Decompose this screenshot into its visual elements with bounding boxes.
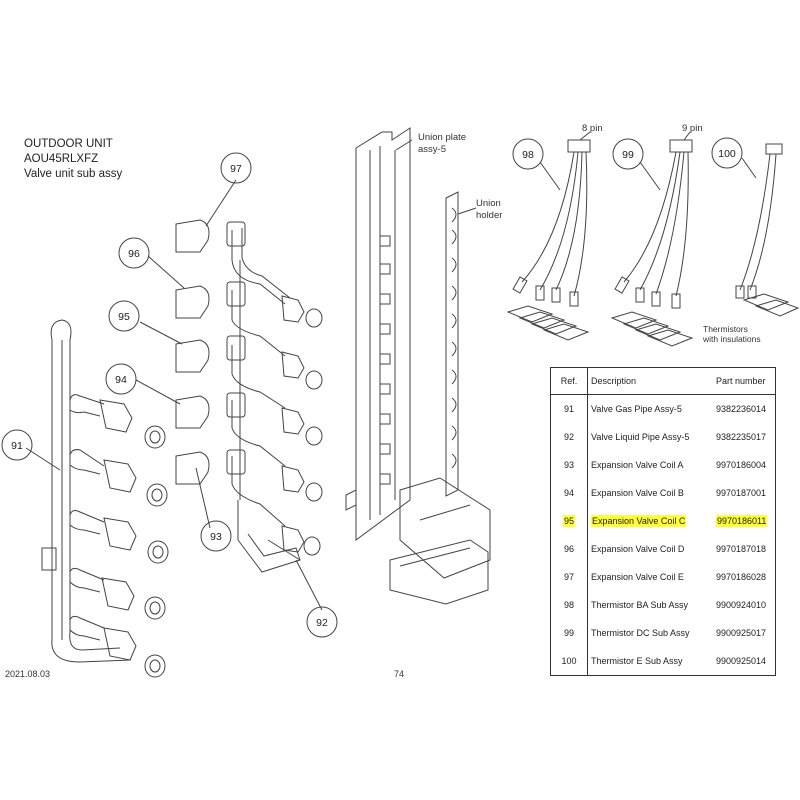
row-part-number: 9970187018 <box>716 544 767 554</box>
table-row: 98 Thermistor BA Sub Assy 9900924010 <box>550 591 776 619</box>
row-ref: 99 <box>563 628 574 638</box>
callout-97: 97 <box>230 163 242 175</box>
header-ref: Ref. <box>550 367 588 395</box>
row-part-number: 9900925014 <box>716 656 767 666</box>
row-ref: 91 <box>563 404 574 414</box>
row-part-number: 9900924010 <box>716 600 767 610</box>
table-row: 97 Expansion Valve Coil E 9970186028 <box>550 563 776 591</box>
table-row-highlighted: 95 Expansion Valve Coil C 9970186011 <box>550 507 776 535</box>
row-description: Valve Liquid Pipe Assy-5 <box>591 432 690 442</box>
callout-95: 95 <box>118 311 130 323</box>
diagram-header: OUTDOOR UNIT AOU45RLXFZ Valve unit sub a… <box>24 137 122 182</box>
callout-98: 98 <box>522 149 534 161</box>
table-row: 94 Expansion Valve Coil B 9970187001 <box>550 479 776 507</box>
row-description: Valve Gas Pipe Assy-5 <box>591 404 682 414</box>
header-model: AOU45RLXFZ <box>24 153 99 165</box>
row-description: Expansion Valve Coil C <box>591 515 687 527</box>
label-thermistors-2: with insulations <box>702 334 761 344</box>
table-row: 100 Thermistor E Sub Assy 9900925014 <box>550 647 776 676</box>
row-part-number: 9970187001 <box>716 488 767 498</box>
thermistor-harness-98 <box>506 139 591 341</box>
row-part-number: 9900925017 <box>716 628 767 638</box>
label-union-plate-2: assy-5 <box>418 144 446 155</box>
thermistor-harness-100 <box>735 143 800 317</box>
row-ref: 97 <box>563 572 574 582</box>
row-description: Thermistor BA Sub Assy <box>591 600 689 610</box>
table-row: 91 Valve Gas Pipe Assy-5 9382236014 <box>550 394 776 423</box>
table-row: 99 Thermistor DC Sub Assy 9900925017 <box>550 619 776 647</box>
table-row: 96 Expansion Valve Coil D 9970187018 <box>550 535 776 563</box>
label-union-holder-1: Union <box>476 198 501 209</box>
callout-92: 92 <box>316 617 328 629</box>
row-ref: 94 <box>563 488 574 498</box>
row-ref: 95 <box>562 515 575 527</box>
row-part-number: 9970186028 <box>716 572 767 582</box>
label-union-holder-2: holder <box>476 210 502 221</box>
valve-liquid-pipe-assy <box>226 221 323 573</box>
row-description: Thermistor E Sub Assy <box>591 656 683 666</box>
valve-gas-pipe-assy <box>41 319 169 678</box>
label-union-plate-1: Union plate <box>418 132 466 143</box>
callout-96: 96 <box>128 248 140 260</box>
row-part-number: 9382236014 <box>716 404 767 414</box>
parts-table: Ref. Description Part number 91 Valve Ga… <box>550 367 776 676</box>
footer-date: 2021.08.03 <box>5 669 51 679</box>
table-row: 93 Expansion Valve Coil A 9970186004 <box>550 451 776 479</box>
table-row: 92 Valve Liquid Pipe Assy-5 9382235017 <box>550 423 776 451</box>
thermistor-harness-99 <box>610 139 694 347</box>
callout-94: 94 <box>115 374 127 386</box>
callout-leaders <box>25 131 757 611</box>
header-unit-type: OUTDOOR UNIT <box>24 138 113 150</box>
row-ref: 98 <box>563 600 574 610</box>
header-part-number: Part number <box>712 367 776 395</box>
callout-100: 100 <box>718 148 736 160</box>
callout-91: 91 <box>11 440 23 452</box>
row-ref: 93 <box>563 460 574 470</box>
row-ref: 96 <box>563 544 574 554</box>
callout-99: 99 <box>622 149 634 161</box>
union-plate-assy <box>345 127 491 605</box>
row-description: Expansion Valve Coil A <box>591 460 684 470</box>
row-ref: 92 <box>563 432 574 442</box>
row-ref: 100 <box>561 656 577 666</box>
parts-table-header: Ref. Description Part number <box>550 367 776 395</box>
header-assembly: Valve unit sub assy <box>24 168 123 180</box>
row-part-number: 9970186011 <box>716 515 768 527</box>
union-holder <box>445 191 459 497</box>
row-part-number: 9382235017 <box>716 432 767 442</box>
header-description: Description <box>587 367 712 395</box>
footer-page-number: 74 <box>394 669 405 679</box>
row-description: Expansion Valve Coil D <box>591 544 685 554</box>
expansion-valve-coils <box>175 219 210 485</box>
callout-circles <box>1 137 743 638</box>
label-9-pin: 9 pin <box>682 123 703 134</box>
label-thermistors-1: Thermistors <box>703 324 748 334</box>
callout-93: 93 <box>210 531 222 543</box>
row-part-number: 9970186004 <box>716 460 767 470</box>
row-description: Expansion Valve Coil B <box>591 488 684 498</box>
row-description: Thermistor DC Sub Assy <box>591 628 690 638</box>
row-description: Expansion Valve Coil E <box>591 572 684 582</box>
label-8-pin: 8 pin <box>582 123 603 134</box>
